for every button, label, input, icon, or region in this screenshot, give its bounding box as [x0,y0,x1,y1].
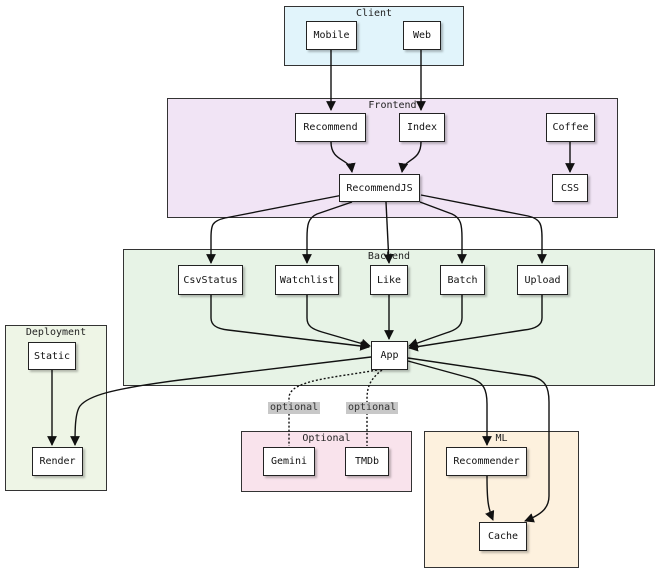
node-upload[interactable]: Upload [517,265,568,295]
edge-recommendjs-upload [420,194,547,264]
node-like[interactable]: Like [370,265,408,295]
node-batch[interactable]: Batch [440,265,485,295]
node-recommendjs[interactable]: RecommendJS [339,174,420,202]
node-recommend[interactable]: Recommend [295,113,366,142]
node-css[interactable]: CSS [552,174,588,202]
group-frontend-title: Frontend [368,100,417,111]
node-app[interactable]: App [371,341,408,370]
edge-recommend-recommendjs [330,141,356,173]
edge-recommendjs-csvstatus [206,194,344,264]
edge-recommender-cache [485,475,495,521]
node-cache[interactable]: Cache [479,522,527,551]
edge-app-recommender [407,360,492,446]
node-mobile[interactable]: Mobile [306,21,357,50]
group-deployment-title: Deployment [25,327,87,338]
edge-label-app-gemini: optional [268,402,321,414]
edge-recommendjs-like [383,201,394,264]
edge-recommendjs-watchlist [302,201,353,264]
group-optional-title: Optional [302,433,351,444]
node-tmdb[interactable]: TMDb [345,447,389,476]
edge-upload-app [408,295,543,352]
edge-app-render [70,356,372,446]
node-recommender[interactable]: Recommender [446,447,527,476]
edge-batch-app [408,295,463,348]
edge-app-gemini [288,369,378,446]
node-static[interactable]: Static [28,342,76,370]
edge-watchlist-app [306,295,371,349]
node-coffee[interactable]: Coffee [546,113,595,142]
edge-csvstatus-app [210,295,370,351]
edge-app-cache [407,357,550,523]
edge-index-recommendjs [398,141,422,173]
group-client-title: Client [355,8,393,19]
edge-label-app-tmdb: optional [346,402,399,414]
node-gemini[interactable]: Gemini [263,447,315,476]
edge-recommendjs-batch [419,201,467,264]
group-ml-title: ML [495,433,508,444]
node-web[interactable]: Web [403,21,441,50]
edge-app-tmdb [366,369,383,446]
node-index[interactable]: Index [399,113,445,142]
node-csvstatus[interactable]: CsvStatus [178,265,243,295]
node-watchlist[interactable]: Watchlist [275,265,339,295]
node-render[interactable]: Render [32,447,83,476]
